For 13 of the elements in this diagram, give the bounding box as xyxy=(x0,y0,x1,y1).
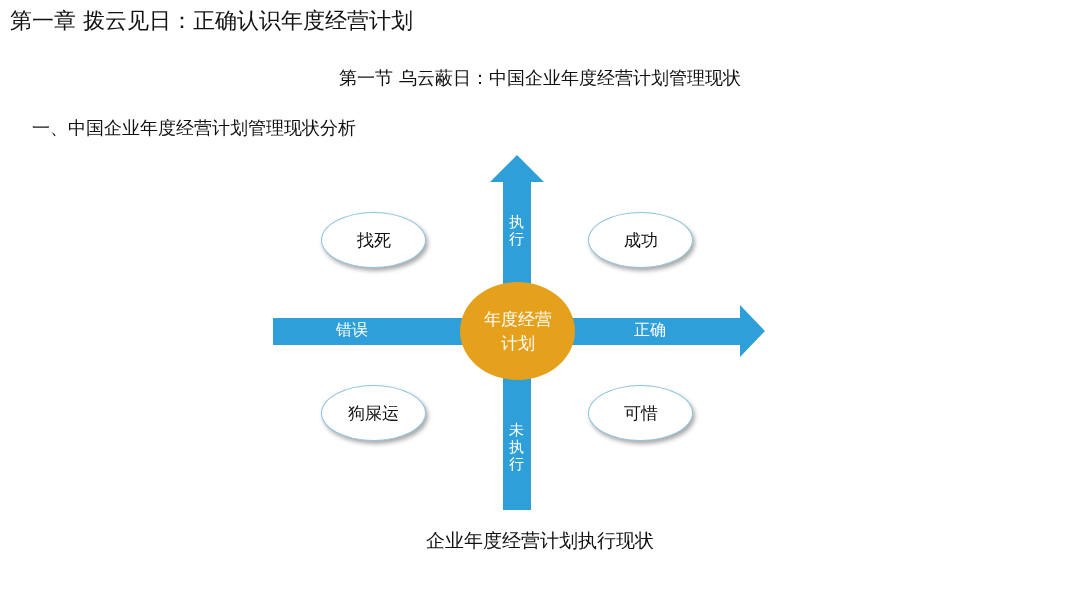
quadrant-ellipse: 成功 xyxy=(588,212,693,268)
page-title: 第一章 拨云见日：正确认识年度经营计划 xyxy=(10,7,413,35)
axis-label: 未执行 xyxy=(509,422,525,473)
subsection-heading: 一、中国企业年度经营计划管理现状分析 xyxy=(32,116,356,140)
axis-label: 正确 xyxy=(634,320,666,341)
axis-label: 错误 xyxy=(336,320,368,341)
center-circle: 年度经营计划 xyxy=(460,282,575,380)
section-heading: 第一节 乌云蔽日：中国企业年度经营计划管理现状 xyxy=(339,66,741,90)
quadrant-ellipse: 找死 xyxy=(321,212,426,268)
quadrant-ellipse: 可惜 xyxy=(588,385,693,441)
axis-label: 执行 xyxy=(509,214,525,248)
quadrant-ellipse: 狗屎运 xyxy=(321,385,426,441)
diagram-caption: 企业年度经营计划执行现状 xyxy=(426,528,654,553)
